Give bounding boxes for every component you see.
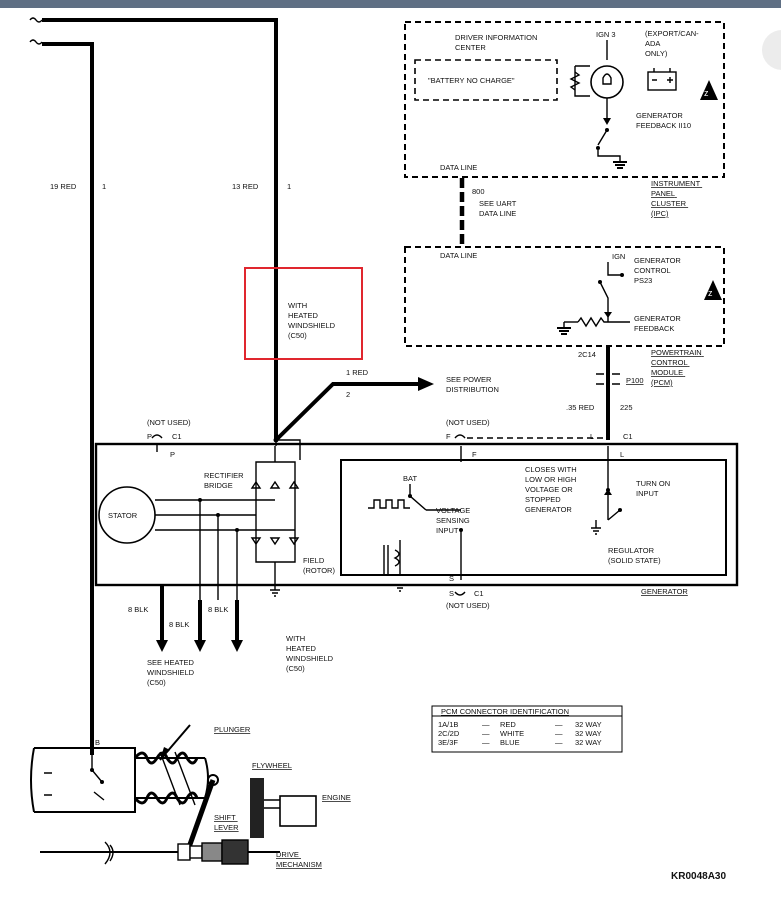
pcm-data-line: DATA LINE — [440, 251, 477, 260]
voltage-sensing-label: VOLTAGE SENSING INPUT — [436, 506, 472, 535]
pcm-label: POWERTRAIN CONTROL MODULE (PCM) — [651, 348, 704, 387]
dic-ign: IGN 3 — [596, 30, 616, 39]
rectifier-label: RECTIFIER BRIDGE — [204, 471, 246, 490]
regulator-label: REGULATOR (SOLID STATE) — [608, 546, 661, 565]
wire-label-19-red: 19 RED — [50, 182, 77, 191]
starter-motor — [30, 724, 317, 865]
gen-l-pin: L — [590, 432, 594, 441]
pcm-ign: IGN — [612, 252, 625, 261]
svg-text:z: z — [708, 288, 713, 298]
gen-s-bottom: S — [449, 589, 454, 598]
heated-windshield-note-bottom: WITH HEATED WINDSHIELD (C50) — [286, 634, 335, 673]
closes-with-label: CLOSES WITH LOW OR HIGH VOLTAGE OR STOPP… — [525, 465, 579, 514]
svg-text:z: z — [704, 88, 709, 98]
wire-label-1-red: 1 RED — [346, 368, 369, 377]
gen-p-not-used: (NOT USED) — [147, 418, 191, 427]
gen-p-c1: C1 — [172, 432, 182, 441]
data-line-circuit: 800 — [472, 187, 485, 196]
wire-label-35-red: .35 RED — [566, 403, 595, 412]
blk-wires — [156, 585, 243, 652]
engine-label: ENGINE — [322, 793, 351, 802]
dic-message: "BATTERY NO CHARGE" — [428, 76, 515, 85]
pcm-table-row: 1A/1B—RED—32 WAY — [438, 720, 602, 729]
pcm-gen-feedback: GENERATOR FEEDBACK — [634, 314, 683, 333]
wire-circuit-19-red: 1 — [102, 182, 106, 191]
pcm-table-row: 3E/3F—BLUE—32 WAY — [438, 738, 602, 747]
gen-s-c1: C1 — [474, 589, 484, 598]
svg-text:PCM CONNECTOR IDENTIFICATION: PCM CONNECTOR IDENTIFICATION — [441, 707, 569, 716]
dic-title: DRIVER INFORMATION CENTER — [455, 33, 539, 52]
pcm-table-row: 2C/2D—WHITE—32 WAY — [438, 729, 602, 738]
gen-f-pin: F — [446, 432, 451, 441]
stator-label: STATOR — [108, 511, 138, 520]
flywheel-label: FLYWHEEL — [252, 761, 292, 770]
ipc-label: INSTRUMENT PANEL CLUSTER (IPC) — [651, 179, 702, 218]
corner-button[interactable] — [762, 30, 781, 70]
heated-windshield-note-top: WITH HEATED WINDSHIELD (C50) — [288, 301, 337, 340]
ipc-box: z — [404, 21, 725, 178]
gen-f-not-used: (NOT USED) — [446, 418, 490, 427]
starter-b-terminal: B — [95, 738, 100, 747]
pcm-box: z — [404, 246, 725, 347]
dic-data-line: DATA LINE — [440, 163, 477, 172]
see-uart-note: SEE UART DATA LINE — [479, 199, 518, 218]
gen-s-pin: S — [449, 574, 454, 583]
wire-circuit-13-red: 1 — [287, 182, 291, 191]
turn-on-label: TURN ON INPUT — [636, 479, 672, 498]
see-heated-windshield: SEE HEATED WINDSHIELD (C50) — [147, 658, 196, 687]
see-power-distribution: SEE POWER DISTRIBUTION — [446, 375, 499, 394]
wire-circuit-35-red: 225 — [620, 403, 633, 412]
gen-l-inner: L — [620, 450, 624, 459]
battery-feeds — [29, 17, 278, 755]
wire-circuit-1-red: 2 — [346, 390, 350, 399]
pcm-connector: 2C14 — [578, 350, 596, 359]
field-label: FIELD (ROTOR) — [303, 556, 335, 575]
dic-gen-feedback: GENERATOR FEEDBACK II10 — [636, 111, 691, 130]
shift-lever-label: SHIFT LEVER — [214, 813, 239, 832]
highlight-box — [244, 267, 363, 360]
wire-label-blk-3: 8 BLK — [208, 605, 228, 614]
top-bar — [0, 0, 781, 8]
generator-label: GENERATOR — [641, 587, 688, 596]
drive-mechanism-label: DRIVE MECHANISM — [276, 850, 322, 869]
generator-box — [94, 434, 739, 600]
gen-s-not-used: (NOT USED) — [446, 601, 490, 610]
gen-p-inner: P — [170, 450, 175, 459]
pcm-connector-table: PCM CONNECTOR IDENTIFICATION 1A/1B—RED—3… — [431, 705, 623, 753]
dic-export-note: (EXPORT/CAN- ADA ONLY) — [645, 29, 701, 58]
wire-label-blk-2: 8 BLK — [169, 620, 189, 629]
gen-f-inner: F — [472, 450, 477, 459]
bat-label: BAT — [403, 474, 417, 483]
wire-label-blk-1: 8 BLK — [128, 605, 148, 614]
plunger-label: PLUNGER — [214, 725, 251, 734]
gen-p-pin: P — [147, 432, 152, 441]
figure-id: KR0048A30 — [671, 871, 726, 882]
gen-l-c1: C1 — [623, 432, 633, 441]
pcm-gen-control: GENERATOR CONTROL PS23 — [634, 256, 683, 285]
pcm-p100: P100 — [626, 376, 644, 385]
wire-label-13-red: 13 RED — [232, 182, 259, 191]
